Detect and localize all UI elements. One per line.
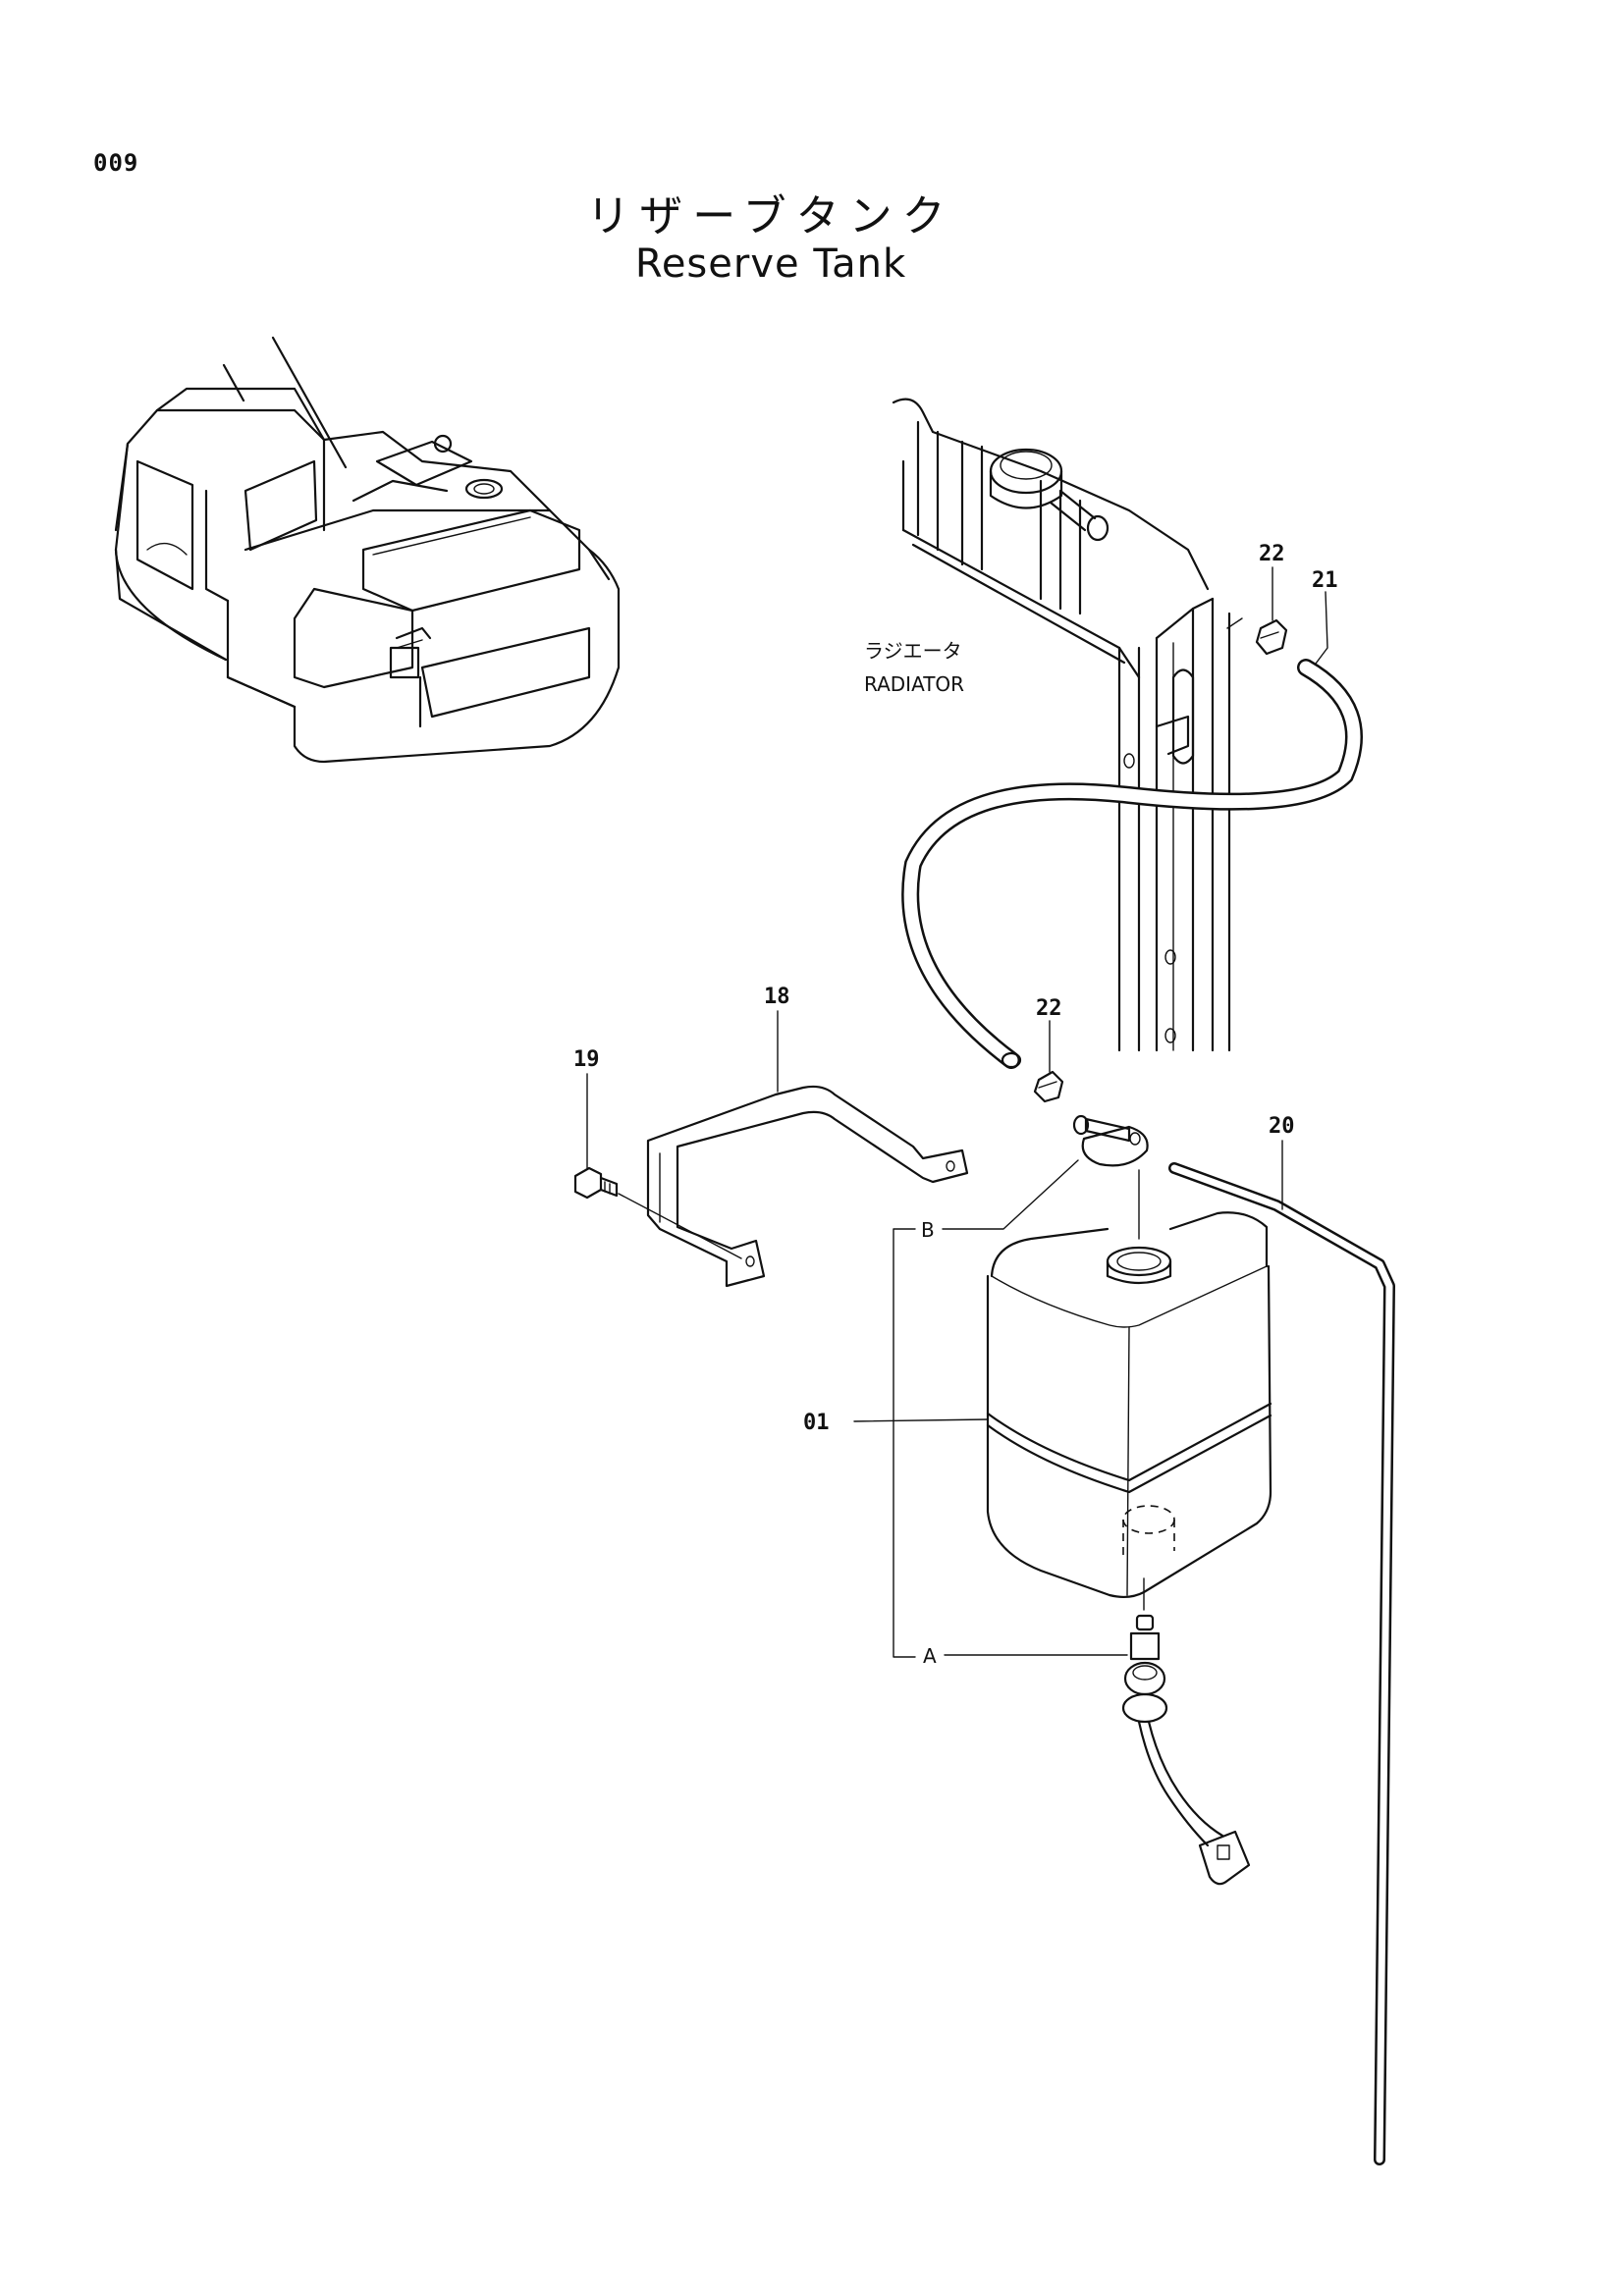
reserve-tank-part-01 [986, 1211, 1272, 1599]
bolt-part-19 [573, 1166, 742, 1259]
reference-b: B [921, 1218, 935, 1242]
hose-clamp-part-22-mid [1033, 1070, 1064, 1103]
page-title-japanese: リザーブタンク [586, 191, 955, 241]
hose-clamp-part-22-top [1255, 618, 1288, 656]
tank-cap [1072, 1114, 1149, 1167]
callout-22-mid: 22 [1036, 996, 1062, 1021]
radiator-label-japanese: ラジエータ [864, 639, 962, 663]
callout-19: 19 [573, 1047, 600, 1072]
radiator-label-english: RADIATOR [864, 672, 964, 696]
page-number: 009 [93, 149, 139, 177]
overflow-hose-part-21 [901, 659, 1363, 1069]
reference-a: A [923, 1644, 937, 1668]
callout-21: 21 [1312, 568, 1338, 593]
callout-22-top: 22 [1259, 542, 1285, 566]
page-title-english: Reserve Tank [634, 241, 907, 287]
radiator-illustration [892, 398, 1243, 1052]
callout-18: 18 [764, 985, 790, 1009]
tank-bracket-part-18 [646, 1085, 969, 1288]
level-sensor [1121, 1577, 1251, 1886]
drain-pipe-part-20 [1168, 1162, 1395, 2165]
callout-01: 01 [803, 1411, 830, 1435]
callout-20: 20 [1269, 1114, 1295, 1139]
excavator-overview-illustration [114, 336, 621, 764]
